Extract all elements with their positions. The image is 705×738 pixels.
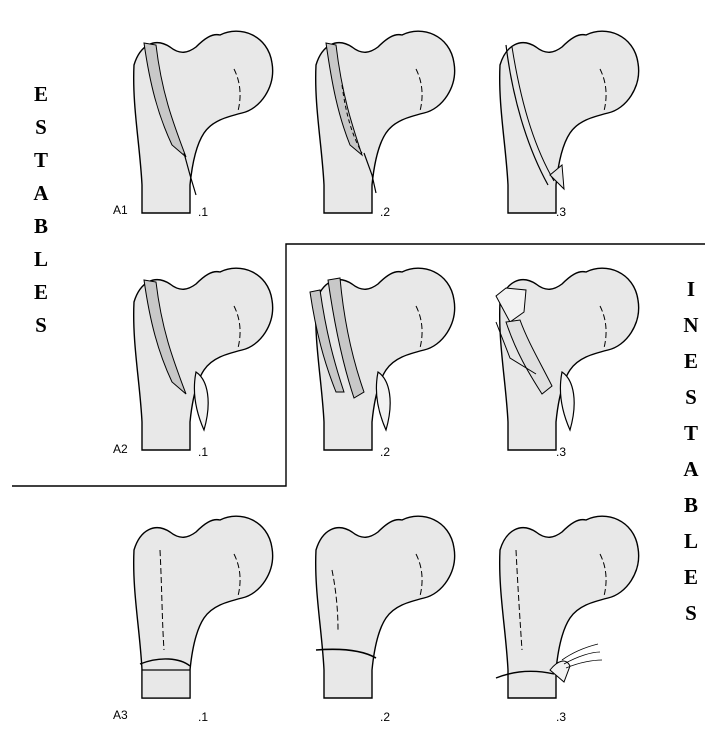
stable-letter: S: [28, 111, 54, 144]
label-a1-sub1: .1: [198, 205, 208, 219]
label-a2-sub2: .2: [380, 445, 390, 459]
unstable-letter: S: [678, 379, 704, 415]
stable-letter: B: [28, 210, 54, 243]
diagram-a3-1: [134, 516, 273, 698]
diagram-a3-2: [316, 516, 455, 698]
stable-letter: T: [28, 144, 54, 177]
stable-side-label: E S T A B L E S: [28, 78, 54, 342]
stable-letter: L: [28, 243, 54, 276]
diagram-a1-1: [134, 31, 273, 213]
diagram-a2-1: [134, 268, 273, 450]
unstable-letter: I: [678, 271, 704, 307]
diagram-a2-2: [310, 268, 455, 450]
label-a2-sub3: .3: [556, 445, 566, 459]
stable-letter: A: [28, 177, 54, 210]
diagram-a1-3: [500, 31, 639, 213]
label-a1-sub2: .2: [380, 205, 390, 219]
unstable-letter: E: [678, 559, 704, 595]
unstable-letter: N: [678, 307, 704, 343]
stable-letter: E: [28, 78, 54, 111]
stable-letter: S: [28, 309, 54, 342]
unstable-letter: L: [678, 523, 704, 559]
label-a2: A2: [113, 442, 128, 456]
diagram-a3-3: [496, 516, 639, 698]
unstable-side-label: I N E S T A B L E S: [678, 271, 704, 631]
diagram-a1-2: [316, 31, 455, 213]
stable-letter: E: [28, 276, 54, 309]
label-a1: A1: [113, 203, 128, 217]
label-a2-sub1: .1: [198, 445, 208, 459]
unstable-letter: T: [678, 415, 704, 451]
diagram-a2-3: [496, 268, 639, 450]
unstable-letter: S: [678, 595, 704, 631]
label-a3-sub3: .3: [556, 710, 566, 724]
label-a3-sub2: .2: [380, 710, 390, 724]
unstable-letter: E: [678, 343, 704, 379]
unstable-letter: A: [678, 451, 704, 487]
label-a3-sub1: .1: [198, 710, 208, 724]
label-a3: A3: [113, 708, 128, 722]
label-a1-sub3: .3: [556, 205, 566, 219]
unstable-letter: B: [678, 487, 704, 523]
